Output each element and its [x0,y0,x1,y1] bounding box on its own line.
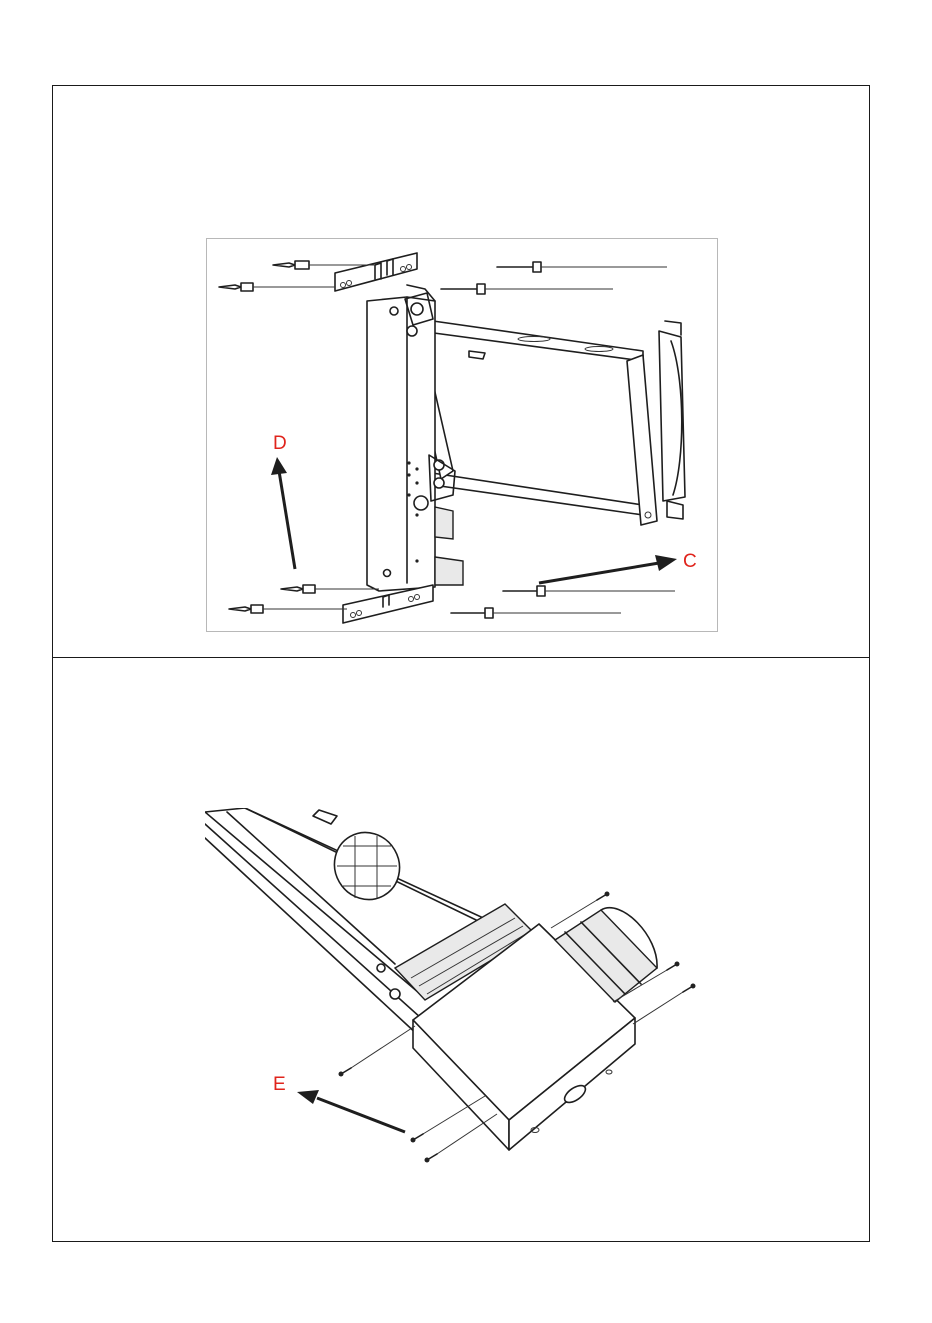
box-screw-1 [339,1026,416,1077]
top-rail [419,319,643,361]
callout-c: C [683,551,697,572]
wall-bracket-illustration: D C [207,239,717,631]
screw-4 [451,608,621,618]
callout-d: D [273,433,287,454]
cable-box [435,507,453,539]
arrow-c [539,555,677,583]
screw-3 [503,586,675,596]
anchor-bolt-4 [229,605,347,613]
cable-box-illustration: E [205,808,719,1172]
screw-2 [441,284,613,294]
box-screw-2 [411,1096,486,1143]
cable-box-figure: E [205,808,719,1172]
arrow-e [297,1090,405,1132]
right-strut [627,355,657,525]
wall-plate [367,297,435,591]
anchor-bolt-2 [219,283,335,291]
lower-box [435,557,463,585]
callout-e: E [273,1074,286,1095]
box-screw-3 [425,1114,498,1163]
wall-bracket-figure: D C [206,238,718,632]
arrow-d [271,457,295,569]
screw-1 [497,262,667,272]
panel-divider [52,657,870,658]
anchor-bolt-3 [281,585,379,593]
box-screw-6 [633,984,696,1025]
